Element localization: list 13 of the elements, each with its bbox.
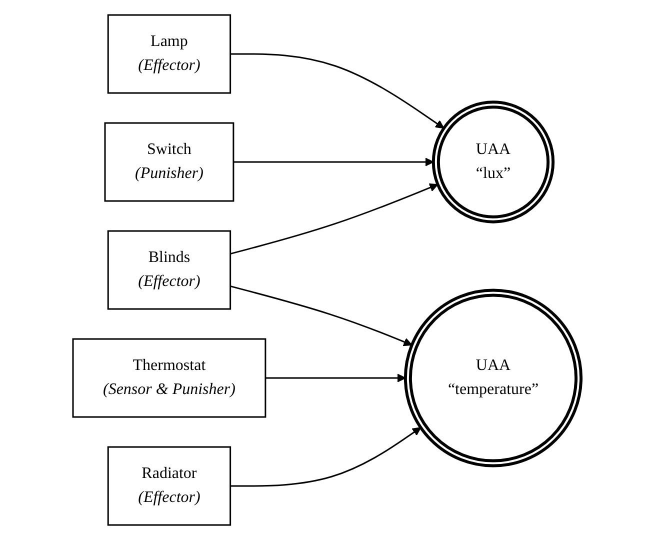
node-box: Lamp (Effector) [107, 14, 232, 94]
arrow [230, 52, 444, 128]
arrow [265, 373, 406, 382]
node-box: Thermostat (Sensor & Punisher) [72, 338, 266, 418]
arrow [230, 182, 438, 254]
arrow [230, 284, 412, 346]
arrow [233, 157, 434, 166]
arrow [230, 426, 422, 486]
node-box: Radiator (Effector) [107, 446, 232, 526]
node-box: Switch (Punisher) [104, 122, 234, 202]
node-circle: UAA “lux” [432, 100, 555, 223]
node-box: Blinds (Effector) [107, 230, 232, 310]
node-circle: UAA “temperature” [404, 288, 583, 467]
